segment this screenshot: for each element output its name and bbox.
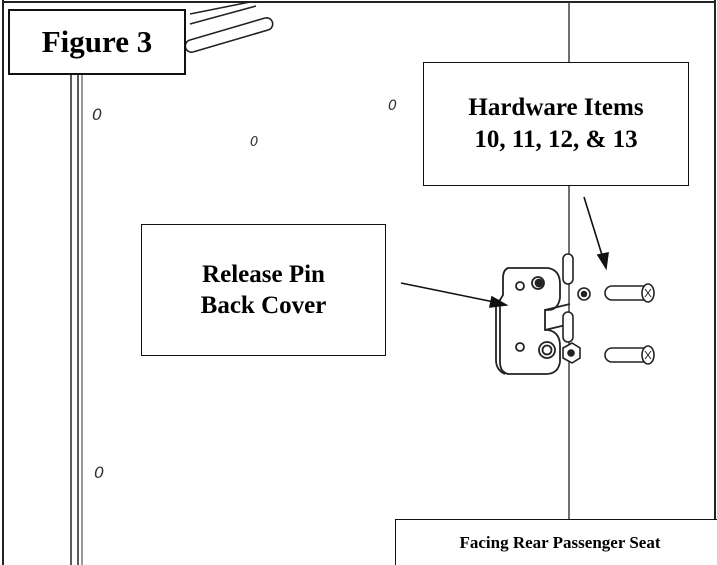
mounting-hole: 0 (250, 135, 258, 150)
orientation-caption: Facing Rear Passenger Seat (395, 519, 717, 565)
figure-label: Figure 3 (8, 9, 186, 75)
hardware-callout-line1: Hardware Items (468, 94, 644, 121)
release-callout-line1: Release Pin (202, 261, 325, 288)
release-leader-arrow (400, 282, 509, 308)
seam-slots (562, 253, 574, 343)
mounting-hole: 0 (92, 105, 102, 124)
hardware-callout-line2: 10, 11, 12, & 13 (474, 126, 638, 153)
mounting-hole: 0 (94, 463, 104, 482)
mounting-hole: 0 (388, 98, 397, 114)
release-callout-line2: Back Cover (200, 292, 327, 319)
hardware-bolt-upper (604, 283, 655, 303)
release-pin-bracket (495, 267, 571, 375)
hardware-leader-arrow (583, 196, 609, 271)
hardware-bolt-lower (604, 345, 655, 365)
hardware-items-callout: Hardware Items 10, 11, 12, & 13 (423, 62, 689, 186)
figure-label-text: Figure 3 (41, 24, 153, 59)
mounting-holes: 0 0 0 0 (92, 98, 397, 482)
seat-rail (70, 75, 83, 565)
hardware-nuts (562, 287, 591, 364)
release-pin-callout: Release Pin Back Cover (141, 224, 386, 356)
top-rod-slots (184, 1, 274, 53)
orientation-caption-text: Facing Rear Passenger Seat (459, 533, 661, 552)
